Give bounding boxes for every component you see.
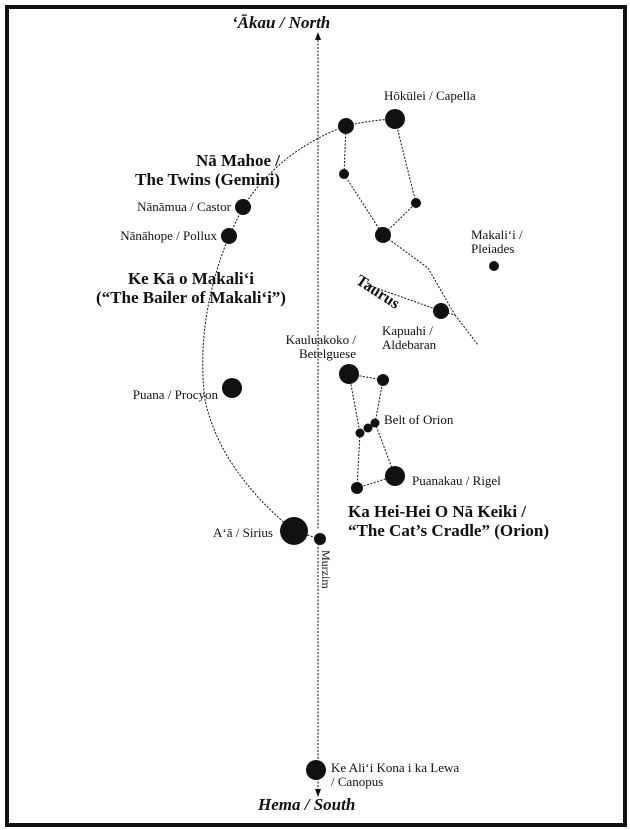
canopus-label-line-2: / Canopus bbox=[331, 774, 384, 790]
star-belt-3-icon bbox=[370, 418, 380, 428]
star-elnath-icon bbox=[375, 227, 391, 243]
aldebaran-label-line-2: Aldebaran bbox=[382, 337, 437, 353]
pollux-label: Nānāhope / Pollux bbox=[120, 228, 217, 243]
pleiades-label: Makali‘i / Pleiades bbox=[471, 227, 523, 257]
south-label: Hema / South bbox=[258, 795, 356, 814]
star-murzim-icon bbox=[314, 533, 326, 545]
star-saiph-icon bbox=[351, 482, 363, 494]
murzim-label: Murzim bbox=[319, 550, 333, 589]
betelgeuse-label-line-1: Kauluakoko / bbox=[285, 332, 356, 347]
sirius-label: A‘ā / Sirius bbox=[213, 525, 273, 540]
star-canopus-icon bbox=[306, 760, 326, 780]
pleiades-label-line-2: Pleiades bbox=[471, 241, 515, 257]
gemini-label-line-2: The Twins (Gemini) bbox=[135, 169, 280, 189]
star-auriga-2-icon bbox=[339, 169, 349, 179]
bailer-group-label: Ke Kā o Makali‘i (“The Bailer of Makali‘… bbox=[96, 269, 286, 307]
aldebaran-label-line-1: Kapuahi / bbox=[382, 323, 433, 338]
star-betelgeuse-icon bbox=[339, 364, 359, 384]
north-arrowhead-icon bbox=[315, 32, 321, 40]
belt-of-orion-label: Belt of Orion bbox=[384, 412, 454, 427]
orion-label-line-2: “The Cat’s Cradle” (Orion) bbox=[348, 520, 549, 540]
star-belt-2-icon bbox=[363, 423, 373, 433]
map-frame bbox=[5, 5, 627, 827]
star-capella-icon bbox=[385, 109, 405, 129]
star-pleiades-icon bbox=[489, 261, 499, 271]
betelgeuse-label-line-2: Betelguese bbox=[298, 346, 356, 362]
bailer-label-line-2: (“The Bailer of Makali‘i”) bbox=[96, 287, 286, 307]
star-pollux-icon bbox=[221, 228, 237, 244]
canopus-label: Ke Ali‘i Kona i ka Lewa / Canopus bbox=[331, 760, 460, 790]
star-auriga-3-icon bbox=[411, 198, 421, 208]
gemini-group-label: Nā Mahoe / The Twins (Gemini) bbox=[80, 151, 280, 189]
star-procyon-icon bbox=[222, 378, 242, 398]
star-sirius-icon bbox=[280, 517, 308, 545]
star-aldebaran-icon bbox=[433, 303, 449, 319]
star-rigel-icon bbox=[385, 466, 405, 486]
star-castor-icon bbox=[235, 199, 251, 215]
capella-label: Hōkūlei / Capella bbox=[384, 88, 476, 103]
pleiades-label-line-1: Makali‘i / bbox=[471, 227, 523, 242]
aldebaran-label: Kapuahi / Aldebaran bbox=[382, 323, 437, 353]
bailer-label-line-1: Ke Kā o Makali‘i bbox=[127, 269, 255, 288]
betelgeuse-label: Kauluakoko / Betelguese bbox=[250, 332, 356, 362]
orion-label-line-1: Ka Hei-Hei O Nā Keiki / bbox=[348, 502, 527, 521]
star-auriga-1-icon bbox=[338, 118, 354, 134]
south-arrowhead-icon bbox=[315, 789, 321, 797]
star-belt-1-icon bbox=[355, 428, 365, 438]
star-bellatrix-icon bbox=[377, 374, 389, 386]
north-label: ‘Ākau / North bbox=[232, 13, 331, 32]
procyon-label: Puana / Procyon bbox=[132, 387, 218, 402]
rigel-label: Puanakau / Rigel bbox=[412, 473, 501, 488]
canopus-label-line-1: Ke Ali‘i Kona i ka Lewa bbox=[331, 760, 460, 775]
gemini-label-line-1: Nā Mahoe / bbox=[195, 151, 280, 170]
orion-group-label: Ka Hei-Hei O Nā Keiki / “The Cat’s Cradl… bbox=[348, 502, 549, 540]
castor-label: Nānāmua / Castor bbox=[137, 199, 231, 214]
